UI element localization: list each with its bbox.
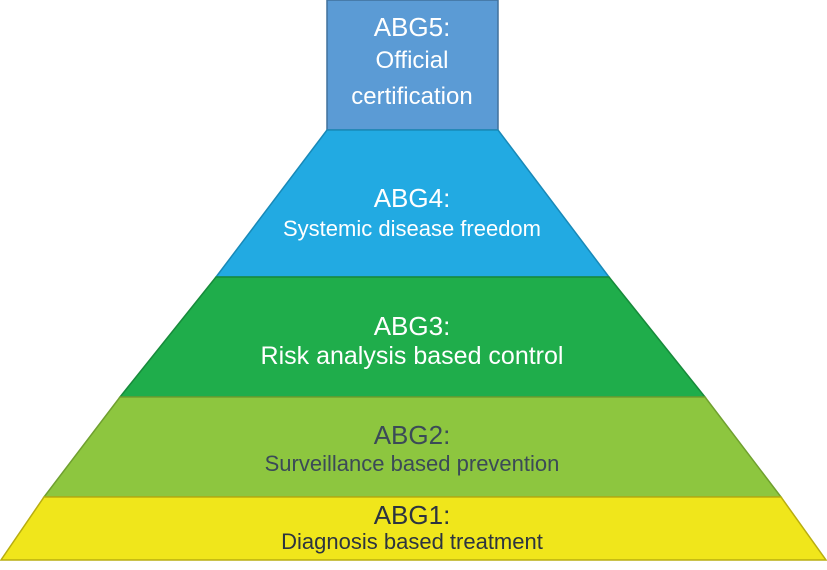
level-abg1: ABG1: Diagnosis based treatment [0,496,827,561]
level-abg3: ABG3: Risk analysis based control [118,276,707,398]
level-abg4-code: ABG4: [374,183,451,213]
level-abg4-line-1: Systemic disease freedom [283,216,541,241]
level-abg2-code: ABG2: [374,420,451,450]
level-abg1-code: ABG1: [374,500,451,530]
level-abg1-line-1: Diagnosis based treatment [281,529,543,554]
level-abg5-line-2: certification [351,83,472,110]
level-abg5-code: ABG5: [374,12,451,42]
level-abg4: ABG4: Systemic disease freedom [214,129,611,278]
level-abg5: ABG5: Official certification [326,0,499,131]
level-abg5-line-1: Official [376,47,449,74]
level-abg3-code: ABG3: [374,311,451,341]
level-abg2: ABG2: Surveillance based prevention [42,396,783,498]
level-abg1-shape [0,496,827,561]
level-abg3-line-1: Risk analysis based control [261,342,564,370]
level-abg2-line-1: Surveillance based prevention [265,451,560,476]
